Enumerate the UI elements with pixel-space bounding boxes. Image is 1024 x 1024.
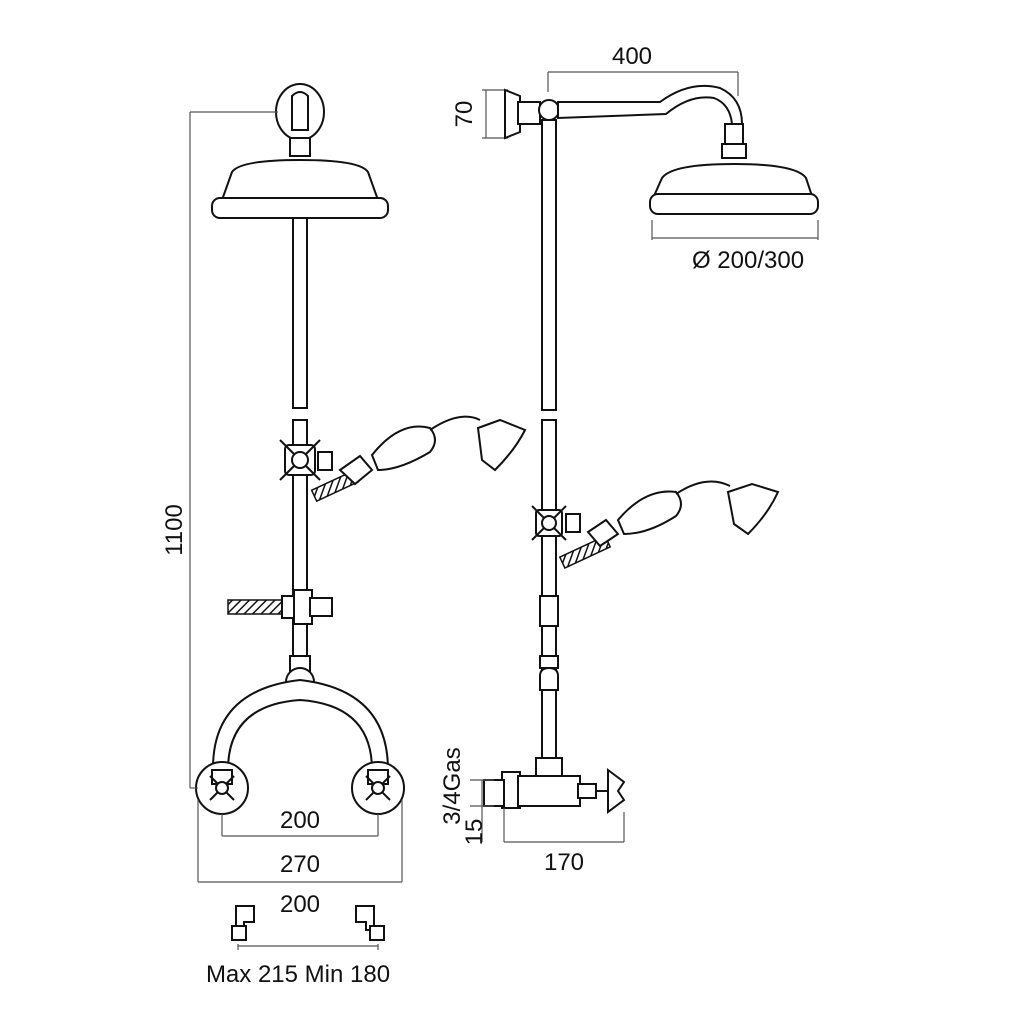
wall-bracket-icon [504, 88, 521, 140]
overall-width-label: 270 [280, 851, 320, 878]
head-diameter-dimension: Ø 200/300 [651, 220, 819, 274]
front-view: 1100 200 270 200 Max 215 Min 180 [161, 83, 527, 988]
side-riser-pipe [541, 119, 557, 411]
height-label: 1100 [161, 504, 188, 556]
inlet-dimension: 3/4Gas 15 [439, 747, 494, 845]
eccentric-connectors-icon: 200 Max 215 Min 180 [206, 891, 390, 988]
side-hand-shower-icon [558, 480, 780, 569]
eccentric-range-label: Max 215 Min 180 [206, 961, 390, 988]
arm-length-label: 400 [612, 43, 652, 70]
diverter-handle-icon [279, 439, 333, 481]
projection-dimension: 170 [503, 808, 625, 876]
height-dimension: 1100 [161, 111, 278, 789]
projection-label: 170 [544, 849, 584, 876]
side-view: 400 70 Ø 200/300 [439, 43, 819, 876]
right-inlet-handle-icon [351, 761, 405, 815]
eccentric-centres-label: 200 [280, 891, 320, 918]
overall-width-dimension: 270 [197, 800, 403, 883]
left-inlet-handle-icon [195, 761, 249, 815]
shower-head-icon [220, 158, 380, 201]
inlet-centres-dimension: 200 [221, 807, 379, 837]
side-diverter-handle-icon [531, 505, 581, 541]
inlet-thread-label: 3/4Gas [439, 747, 466, 824]
arm-length-dimension: 400 [547, 43, 739, 96]
head-connector [289, 137, 311, 157]
slide-bracket-icon [227, 589, 333, 625]
wall-offset-dimension: 70 [451, 89, 508, 139]
inlet-centres-label: 200 [280, 807, 320, 834]
head-diameter-label: Ø 200/300 [692, 247, 804, 274]
side-valve-body-icon [483, 757, 626, 814]
shower-arm [557, 84, 744, 125]
inlet-depth-label: 15 [461, 819, 488, 846]
wall-offset-label: 70 [451, 101, 478, 128]
hand-shower-icon [310, 415, 527, 503]
side-slide-bracket [539, 595, 559, 627]
shower-head-side-icon [652, 162, 814, 197]
u-bar-mixer [211, 678, 390, 771]
riser-pipe [292, 217, 308, 409]
